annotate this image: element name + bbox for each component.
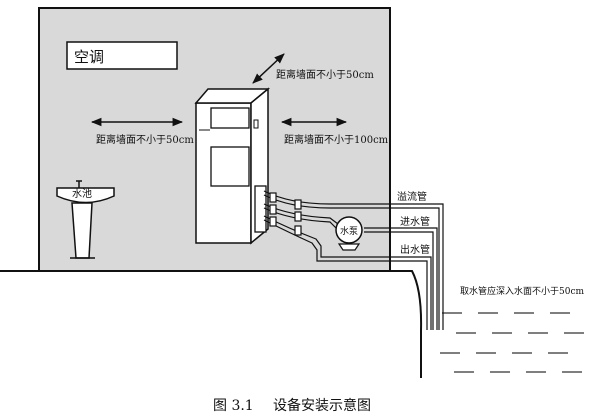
sink	[56, 180, 115, 259]
label-left-clearance: 距离墙面不小于50cm	[96, 133, 194, 146]
sink-label: 水池	[72, 187, 92, 200]
figure-number: 图 3.1	[213, 398, 254, 414]
ground-outline	[0, 270, 423, 378]
pump	[335, 216, 363, 251]
analyzer-cabinet	[194, 87, 271, 245]
pipe-joints	[269, 192, 302, 236]
inlet-pipe-label: 进水管	[400, 215, 430, 228]
outlet-pipe-label: 出水管	[400, 243, 430, 256]
pipe-connector-block	[254, 185, 267, 233]
intake-depth-label: 取水管应深入水面不小于50cm	[460, 285, 584, 297]
arrow-top-clearance	[252, 53, 285, 84]
label-right-clearance: 距离墙面不小于100cm	[284, 133, 389, 146]
figure-caption: 设备安装示意图	[273, 397, 371, 414]
pump-label: 水泵	[340, 225, 358, 237]
aircon-box	[66, 41, 178, 70]
aircon-label: 空调	[74, 48, 104, 66]
overflow-pipe-label: 溢流管	[397, 190, 427, 203]
water-surface	[440, 312, 584, 373]
label-top-clearance: 距离墙面不小于50cm	[276, 68, 374, 81]
